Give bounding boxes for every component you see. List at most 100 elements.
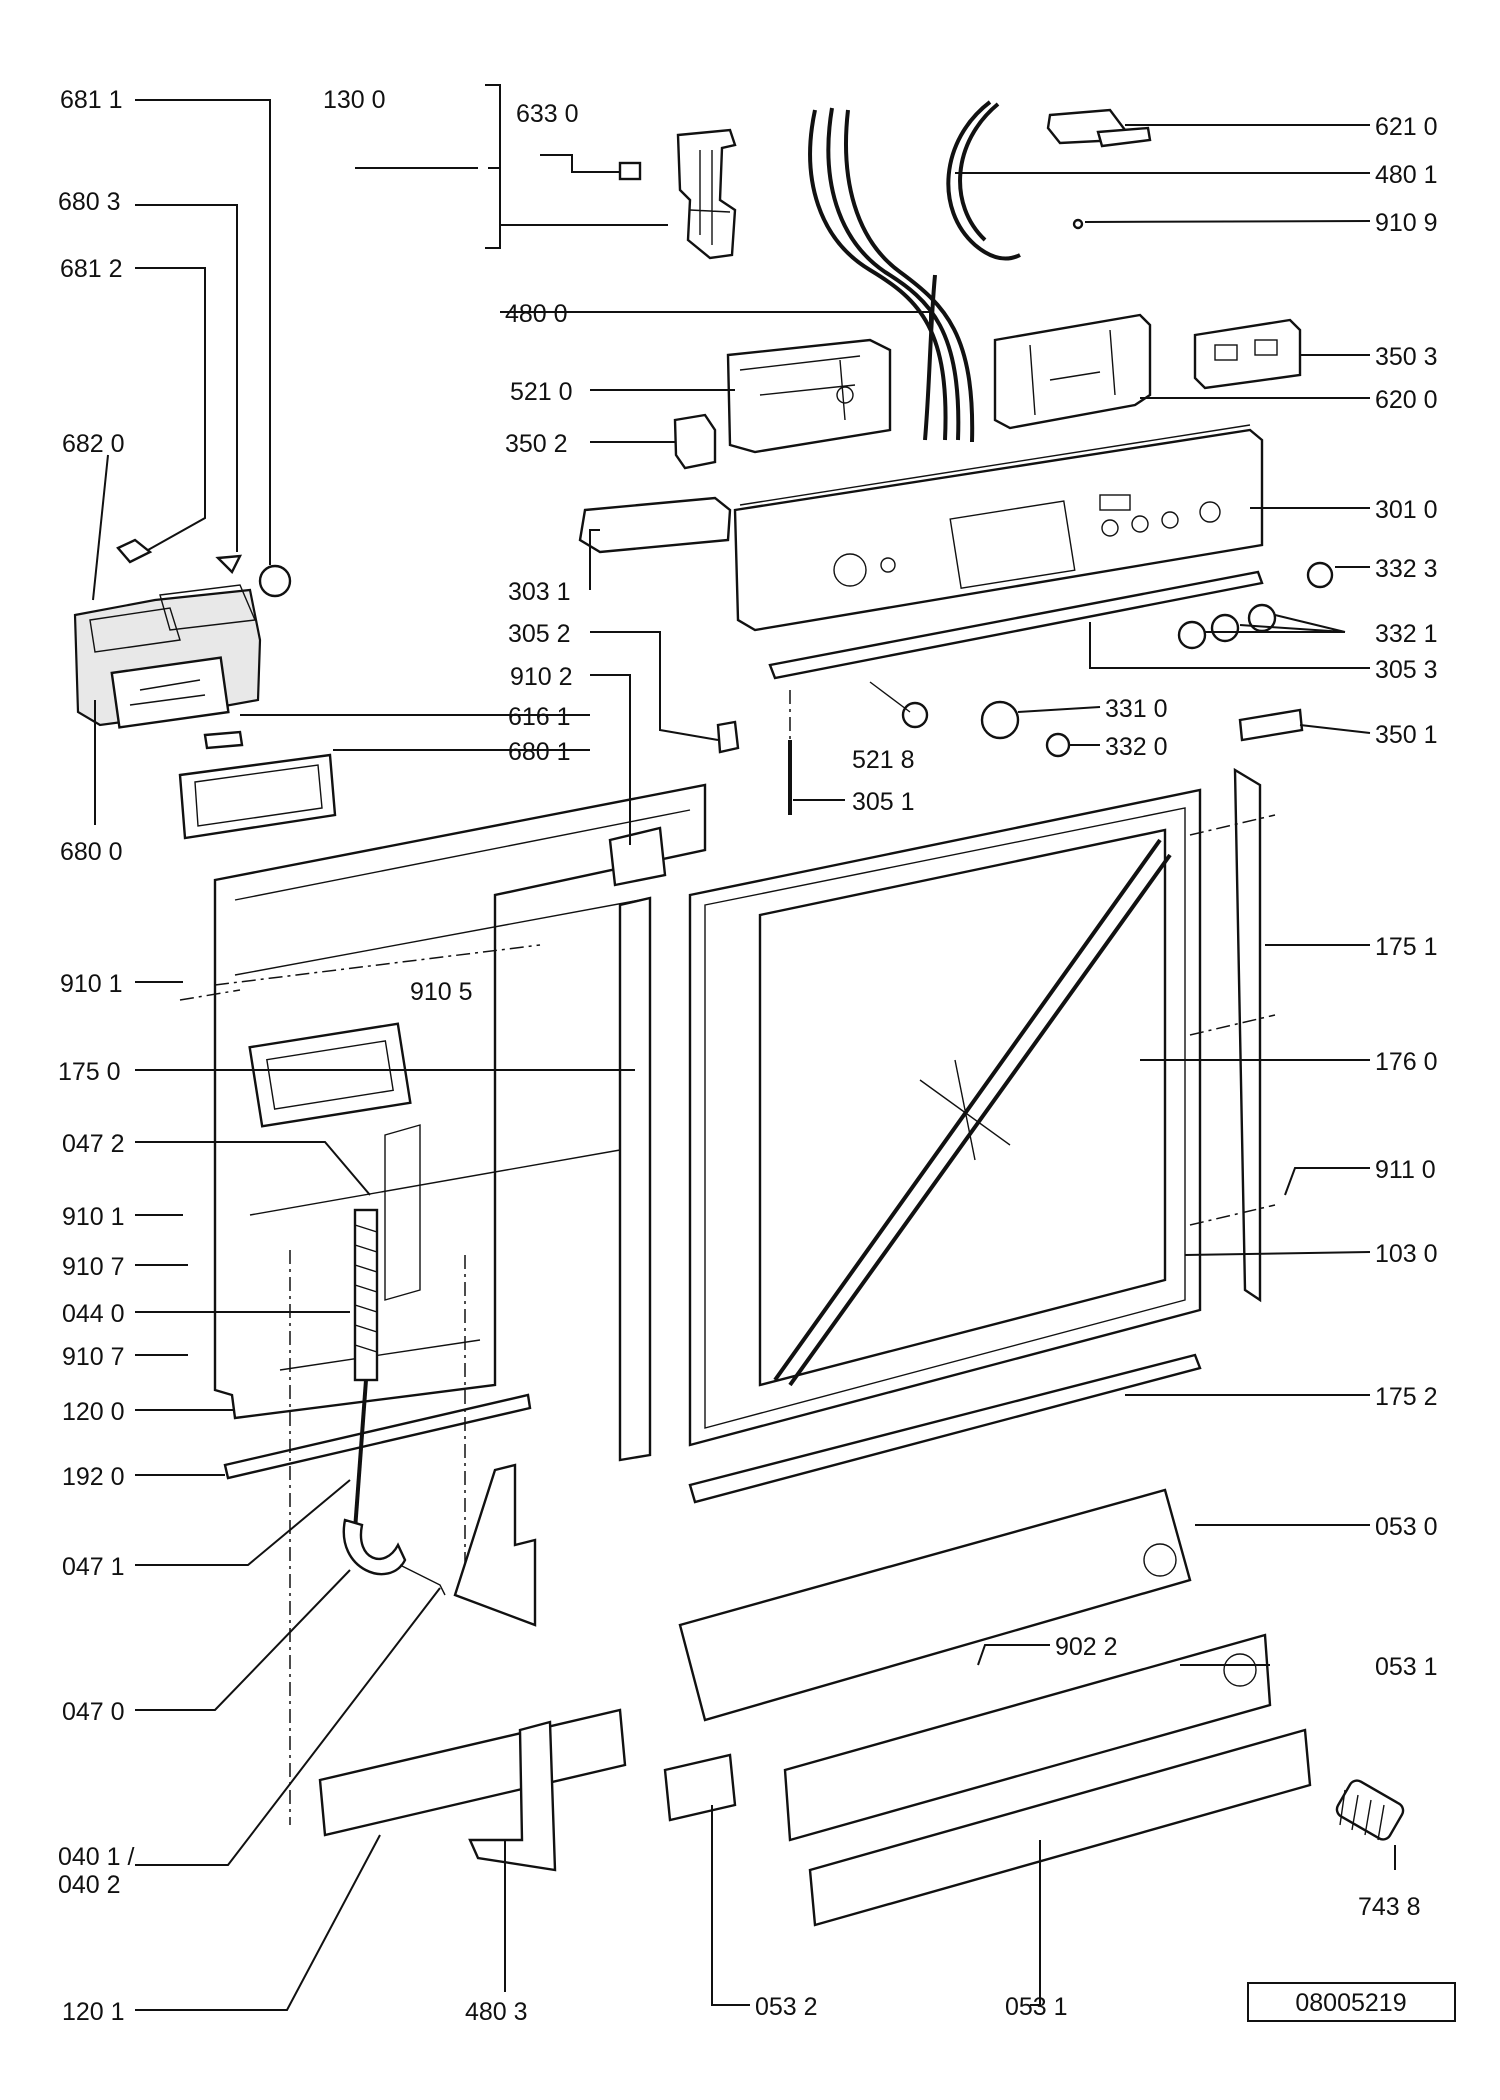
connector-621: [1046, 108, 1152, 148]
knob-332-0: [1045, 732, 1071, 758]
label-910-5: 910 5: [410, 978, 473, 1006]
control-panel: [733, 424, 1264, 632]
part-350-1: [1238, 708, 1304, 742]
label-192-0: 192 0: [62, 1463, 125, 1491]
strip-175-2: [688, 1353, 1202, 1504]
label-910-7-b: 910 7: [62, 1343, 125, 1371]
rail-120-1: [318, 1708, 627, 1837]
label-350-1: 350 1: [1375, 721, 1438, 749]
part-616-1: [203, 730, 244, 750]
label-305-1: 305 1: [852, 788, 915, 816]
label-910-7-a: 910 7: [62, 1253, 125, 1281]
parts-artwork: [73, 100, 1405, 1927]
label-910-2: 910 2: [510, 663, 573, 691]
knob-332-1-a: [1177, 620, 1207, 650]
label-332-1: 332 1: [1375, 620, 1438, 648]
knob-331-0: [980, 700, 1020, 740]
label-047-1: 047 1: [62, 1553, 125, 1581]
bar-192-0: [223, 1393, 532, 1480]
handle-303-1: [578, 496, 732, 554]
label-130-0: 130 0: [323, 86, 386, 114]
part-680-3: [215, 554, 243, 575]
label-480-1: 480 1: [1375, 161, 1438, 189]
spring-743-8: [1335, 1779, 1405, 1841]
leader-lines: [92, 84, 1396, 2011]
control-module: [726, 338, 892, 454]
inner-door-panel: [213, 783, 707, 1420]
kick-053-1-upper: [783, 1633, 1272, 1842]
outer-door: [688, 788, 1202, 1447]
label-616-1: 616 1: [508, 703, 571, 731]
strip-175-1: [1233, 767, 1262, 1303]
part-682-0: [116, 538, 153, 564]
gasket-680-1: [178, 753, 337, 840]
switch-350-2: [673, 413, 717, 470]
label-305-3: 305 3: [1375, 656, 1438, 684]
label-047-0: 047 0: [62, 1698, 125, 1726]
trim-305-3: [768, 570, 1264, 680]
label-332-0: 332 0: [1105, 733, 1168, 761]
bracket-053-2: [663, 1753, 737, 1822]
bracket-040: [453, 1463, 537, 1627]
switch-block-350-3: [1193, 318, 1302, 390]
label-350-2: 350 2: [505, 430, 568, 458]
label-521-0: 521 0: [510, 378, 573, 406]
label-303-1: 303 1: [508, 578, 571, 606]
document-number-box: 08005219: [1247, 1982, 1456, 2022]
label-910-1-b: 910 1: [62, 1203, 125, 1231]
label-682-0: 682 0: [62, 430, 125, 458]
label-680-3: 680 3: [58, 188, 121, 216]
label-521-8: 521 8: [852, 746, 915, 774]
label-480-0: 480 0: [505, 300, 568, 328]
label-332-3: 332 3: [1375, 555, 1438, 583]
label-681-2: 681 2: [60, 255, 123, 283]
label-480-3: 480 3: [465, 1998, 528, 2026]
label-053-1-a: 053 1: [1375, 1653, 1438, 1681]
part-681-1: [258, 564, 292, 598]
label-620-0: 620 0: [1375, 386, 1438, 414]
strip-175-0: [618, 896, 652, 1462]
label-175-0: 175 0: [58, 1058, 121, 1086]
label-120-0: 120 0: [62, 1398, 125, 1426]
screw-910-9: [1072, 218, 1084, 230]
label-910-1-a: 910 1: [60, 970, 123, 998]
label-175-1: 175 1: [1375, 933, 1438, 961]
label-680-1: 680 1: [508, 738, 571, 766]
kick-053-0: [678, 1488, 1192, 1722]
label-103-0: 103 0: [1375, 1240, 1438, 1268]
label-350-3: 350 3: [1375, 343, 1438, 371]
label-305-2: 305 2: [508, 620, 571, 648]
label-301-0: 301 0: [1375, 496, 1438, 524]
label-911-0: 911 0: [1375, 1156, 1436, 1184]
kick-053-1-lower: [808, 1728, 1312, 1927]
part-521-8: [901, 701, 929, 729]
door-lock-part: [618, 128, 737, 260]
label-120-1: 120 1: [62, 1998, 125, 2026]
label-902-2: 902 2: [1055, 1633, 1118, 1661]
label-044-0: 044 0: [62, 1300, 125, 1328]
label-040-1: 040 1 /: [58, 1843, 135, 1871]
label-743-8: 743 8: [1358, 1893, 1421, 1921]
label-621-0: 621 0: [1375, 113, 1438, 141]
label-053-2: 053 2: [755, 1993, 818, 2021]
cable-harness: [808, 107, 975, 443]
label-175-2: 175 2: [1375, 1383, 1438, 1411]
label-633-0: 633 0: [516, 100, 579, 128]
label-047-2: 047 2: [62, 1130, 125, 1158]
label-681-1: 681 1: [60, 86, 123, 114]
fixing-305-2: [716, 720, 740, 754]
label-331-0: 331 0: [1105, 695, 1168, 723]
document-number: 08005219: [1295, 1989, 1406, 2017]
label-053-0: 053 0: [1375, 1513, 1438, 1541]
label-910-9: 910 9: [1375, 209, 1438, 237]
spring-and-hinge: [342, 1208, 446, 1596]
label-053-1-b: 053 1: [1005, 1993, 1068, 2021]
dispenser-assembly: [73, 584, 262, 729]
cable-480-1: [946, 100, 1021, 261]
label-176-0: 176 0: [1375, 1048, 1438, 1076]
label-040-2: 040 2: [58, 1871, 121, 1899]
knob-332-3: [1306, 561, 1334, 589]
label-680-0: 680 0: [60, 838, 123, 866]
bracket-620: [993, 313, 1152, 430]
